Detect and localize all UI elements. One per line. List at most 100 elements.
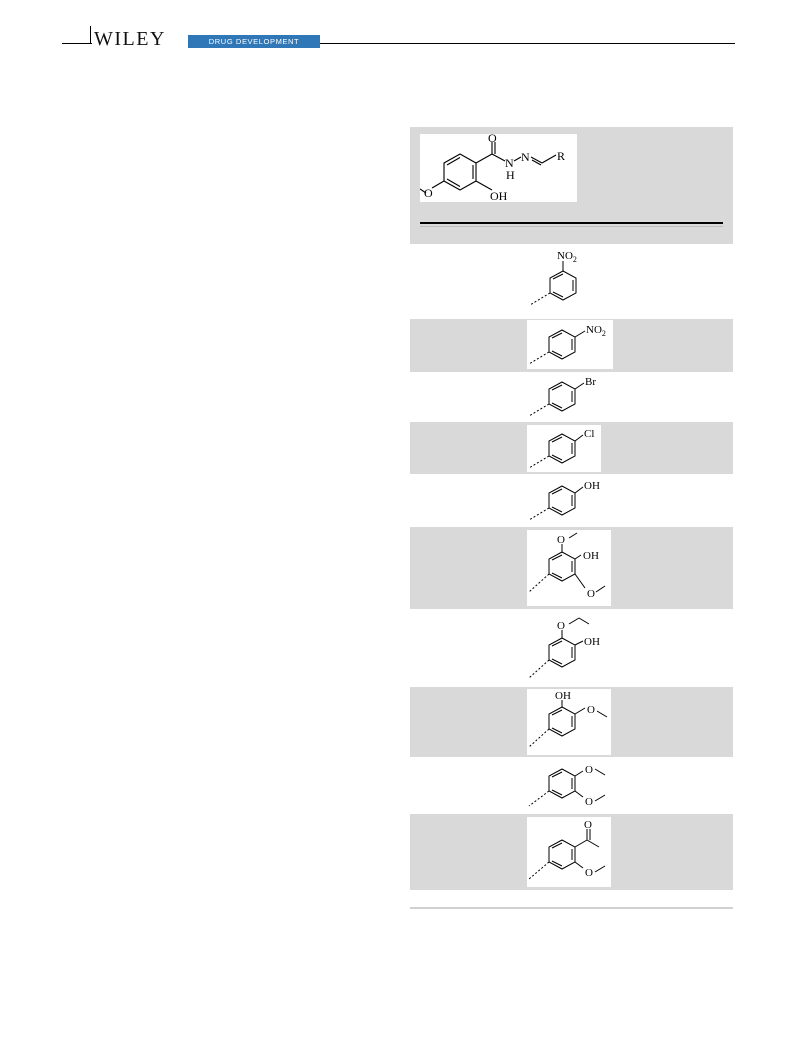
header-rule xyxy=(420,222,723,224)
header-rule-left xyxy=(62,43,92,44)
benzene-ring xyxy=(548,706,576,737)
ring-double xyxy=(551,506,563,513)
ring-double xyxy=(551,488,563,495)
scaffold-label: O xyxy=(488,134,497,145)
ring-double xyxy=(551,572,563,579)
journal-name-badge: DRUG DEVELOPMENT RESEARCH xyxy=(188,35,320,59)
attachment-bond xyxy=(528,659,550,679)
benzene-ring xyxy=(548,637,576,668)
table-row: OH xyxy=(410,474,733,527)
header-rule-right xyxy=(320,43,735,44)
ring-double xyxy=(551,842,563,849)
substituent-svg: NO2 xyxy=(529,250,577,306)
group-label: O xyxy=(587,704,595,716)
group-label: O xyxy=(585,796,593,808)
scaffold-ring-double xyxy=(446,157,461,166)
scaffold-ring xyxy=(443,153,477,191)
scaffold-bond xyxy=(419,188,427,194)
substituent-svg: OH O xyxy=(528,690,608,748)
bond xyxy=(594,768,606,776)
benzene-ring xyxy=(548,329,576,360)
bond xyxy=(574,330,586,338)
scaffold-bond xyxy=(491,153,506,162)
scaffold-bond xyxy=(475,153,493,164)
bond xyxy=(574,382,585,390)
ring-double xyxy=(551,436,563,443)
benzene-ring xyxy=(549,270,577,301)
benzene-ring xyxy=(548,839,576,870)
bond xyxy=(574,486,584,494)
table-row: Cl xyxy=(410,422,733,474)
substituent-structure: O OH xyxy=(527,612,611,684)
table-row: O OH xyxy=(410,609,733,687)
table-row: OH O xyxy=(410,687,733,757)
scaffold-structure: O N N R H O OH xyxy=(419,131,577,203)
scaffold-label: OH xyxy=(490,189,508,202)
scaffold-label: O xyxy=(424,186,433,200)
bond xyxy=(594,865,606,873)
scaffold-bond xyxy=(541,154,557,164)
ring-double xyxy=(551,658,563,665)
attachment-bond xyxy=(528,351,550,365)
group-label: OH xyxy=(584,480,600,492)
ring-double xyxy=(551,454,563,461)
attachment-bond xyxy=(528,507,550,521)
ring-double xyxy=(551,384,563,391)
attachment-bond xyxy=(528,861,550,880)
attachment-bond xyxy=(528,790,550,807)
group-label: NO2 xyxy=(557,250,577,264)
substituent-structure: OH O xyxy=(527,689,611,755)
bond xyxy=(568,532,578,539)
scaffold-bond xyxy=(513,156,522,162)
ring-double xyxy=(552,273,564,280)
running-header: WILEY DRUG DEVELOPMENT RESEARCH xyxy=(0,0,793,60)
bond xyxy=(574,839,588,848)
scaffold-bond xyxy=(475,180,493,191)
group-label: O xyxy=(557,534,565,546)
substituent-structure: NO2 xyxy=(527,247,611,317)
bond xyxy=(574,573,586,589)
ring-double xyxy=(551,727,563,734)
table-row: Br xyxy=(410,372,733,422)
table-row: NO2 xyxy=(410,319,733,372)
scaffold-bond xyxy=(431,180,445,189)
ring-double xyxy=(551,402,563,409)
bond xyxy=(574,707,586,715)
substituent-structure: O O xyxy=(527,759,611,812)
table-row: NO2 xyxy=(410,244,733,319)
substituent-structure: O O xyxy=(527,817,611,887)
group-label: OH xyxy=(584,636,600,648)
header-rule-light xyxy=(420,226,723,227)
substituent-svg: OH xyxy=(528,480,600,521)
attachment-bond xyxy=(528,728,550,748)
substituent-svg: NO2 xyxy=(528,324,606,365)
ring-double xyxy=(551,640,563,647)
table-row: O O xyxy=(410,814,733,890)
scaffold-label: H xyxy=(506,168,515,182)
benzene-ring xyxy=(548,551,576,582)
substituent-svg: O OH xyxy=(528,617,600,679)
substituent-svg: Cl xyxy=(528,428,594,469)
group-label: O xyxy=(585,764,593,776)
compound-table: O N N R H O OH NO2 xyxy=(410,127,733,890)
scaffold-ring-double xyxy=(446,178,461,187)
attachment-bond xyxy=(529,292,551,306)
bond xyxy=(574,790,584,798)
group-label: O xyxy=(587,588,595,600)
attachment-bond xyxy=(528,403,550,417)
ring-double xyxy=(551,332,563,339)
benzene-ring xyxy=(548,485,576,516)
scaffold-label: N xyxy=(505,156,514,170)
ring-double xyxy=(551,709,563,716)
bond xyxy=(574,861,584,869)
publisher-logo: WILEY xyxy=(94,28,166,50)
substituent-structure: Br xyxy=(527,374,607,420)
bond xyxy=(574,770,584,777)
ring-double xyxy=(551,789,563,796)
bond xyxy=(574,434,584,442)
substituent-structure: NO2 xyxy=(527,320,613,369)
scaffold-bond xyxy=(530,156,543,164)
bond xyxy=(574,640,584,646)
group-label: Cl xyxy=(584,428,594,440)
group-label: Br xyxy=(585,376,596,388)
